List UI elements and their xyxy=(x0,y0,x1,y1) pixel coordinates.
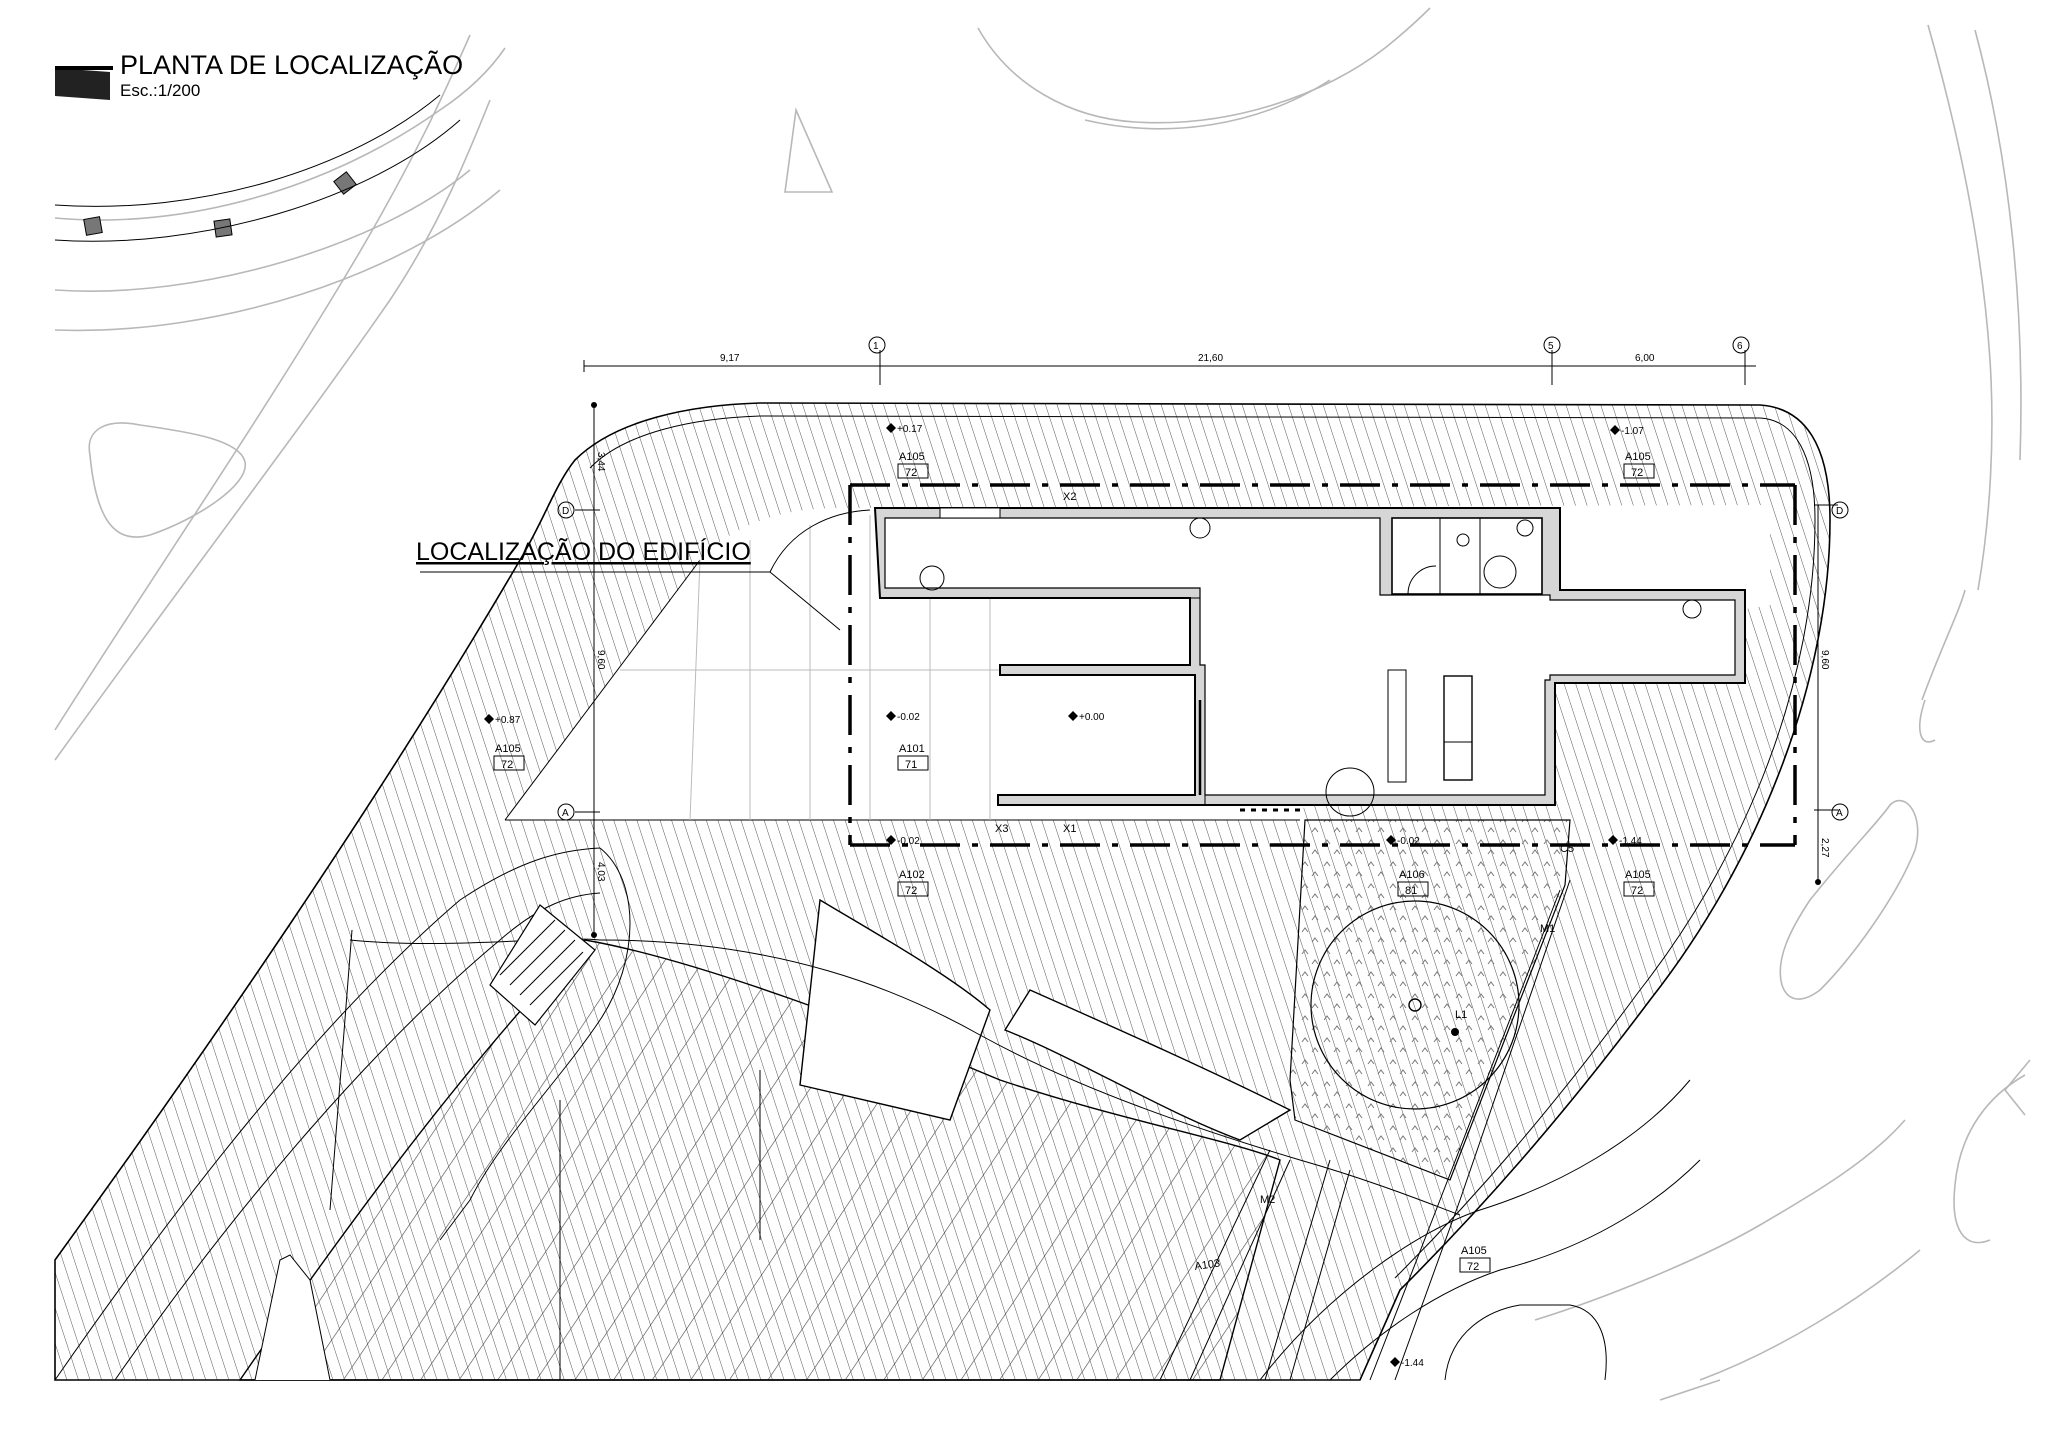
zone-code: A106 xyxy=(1399,869,1425,881)
zone-code: A101 xyxy=(899,743,925,755)
level-text: -1.44 xyxy=(1401,1358,1424,1369)
garden-zone xyxy=(1289,819,1571,1181)
north-bar-icon xyxy=(55,66,113,100)
zone-num: 72 xyxy=(905,467,917,479)
dimension-texts: 9,17 21,60 6,00 3,44 9,60 4,03 9,60 2,27 xyxy=(595,353,1830,882)
zone-num: 81 xyxy=(1405,885,1417,897)
context-posts xyxy=(54,94,461,242)
level-text: -1.44 xyxy=(1619,836,1642,847)
grid-axes xyxy=(848,483,1797,847)
zone-num: 71 xyxy=(905,759,917,771)
marker-l1: L1 xyxy=(1455,1009,1467,1021)
building-outline xyxy=(873,507,1746,817)
zone-code: A105 xyxy=(899,451,925,463)
level-texts: +0.17 -1.07 +0.87 -0.02 +0.00 -0.02 -0.0… xyxy=(495,424,1644,1369)
context-roads xyxy=(54,7,2031,1401)
level-text: -0.02 xyxy=(1397,836,1420,847)
dim-top-2: 21,60 xyxy=(1198,353,1223,364)
zone-code: A105 xyxy=(1625,869,1651,881)
grid-label-left-a: A xyxy=(562,808,569,819)
dimension-lines xyxy=(575,350,1838,938)
marker-c5: C5 xyxy=(1560,843,1574,855)
marker-x3: X3 xyxy=(995,823,1008,835)
zone-texts: A105 72 A105 72 A105 72 A101 71 A102 72 … xyxy=(495,451,1651,1273)
zone-num: 72 xyxy=(1631,885,1643,897)
marker-a103: A103 xyxy=(1194,1258,1221,1273)
marker-x2: X2 xyxy=(1063,491,1076,503)
marker-texts: X2 X3 X1 C5 M1 L1 M2 A103 xyxy=(995,491,1574,1273)
dim-right-2: 2,27 xyxy=(1819,838,1830,858)
zone-code: A105 xyxy=(1461,1245,1487,1257)
zone-num: 72 xyxy=(905,885,917,897)
dim-left-1: 3,44 xyxy=(595,452,606,472)
zone-num: 72 xyxy=(1631,467,1643,479)
level-text: -0.02 xyxy=(897,836,920,847)
grid-label-right-d: D xyxy=(1836,506,1843,517)
level-symbols xyxy=(484,423,1620,1367)
level-text: -1.07 xyxy=(1621,426,1644,437)
grid-label-6: 6 xyxy=(1737,341,1743,352)
level-text: +0.00 xyxy=(1079,712,1105,723)
dim-top-3: 6,00 xyxy=(1635,353,1655,364)
grid-bubbles xyxy=(557,336,1849,821)
zone-num: 72 xyxy=(501,759,513,771)
marker-m1: M1 xyxy=(1540,923,1555,935)
dim-top-1: 9,17 xyxy=(720,353,740,364)
grid-label-5: 5 xyxy=(1548,341,1554,352)
callout-leader xyxy=(420,509,871,631)
grid-label-left-d: D xyxy=(562,506,569,517)
drawing-scale: Esc.:1/200 xyxy=(120,81,200,100)
marker-m2: M2 xyxy=(1260,1194,1275,1206)
zone-boxes xyxy=(493,463,1655,1273)
zone-code: A102 xyxy=(899,869,925,881)
dim-left-3: 4,03 xyxy=(595,862,606,882)
zone-code: A105 xyxy=(495,743,521,755)
building-location-callout: LOCALIZAÇÃO DO EDIFÍCIO xyxy=(416,537,751,566)
level-text: -0.02 xyxy=(897,712,920,723)
level-text: +0.87 xyxy=(495,715,521,726)
site-road-lines xyxy=(54,847,1701,1381)
drawing-title: PLANTA DE LOCALIZAÇÃO xyxy=(120,49,463,80)
grid-label-right-a: A xyxy=(1836,808,1843,819)
zone-num: 72 xyxy=(1467,1261,1479,1273)
title-block: PLANTA DE LOCALIZAÇÃO Esc.:1/200 xyxy=(120,49,463,100)
dim-left-2: 9,60 xyxy=(595,650,606,670)
marker-x1: X1 xyxy=(1063,823,1076,835)
level-text: +0.17 xyxy=(897,424,923,435)
zone-code: A105 xyxy=(1625,451,1651,463)
grid-label-1: 1 xyxy=(873,341,879,352)
grid-bubble-labels: 1 5 6 D A D A xyxy=(562,341,1843,819)
dim-right-1: 9,60 xyxy=(1819,650,1830,670)
